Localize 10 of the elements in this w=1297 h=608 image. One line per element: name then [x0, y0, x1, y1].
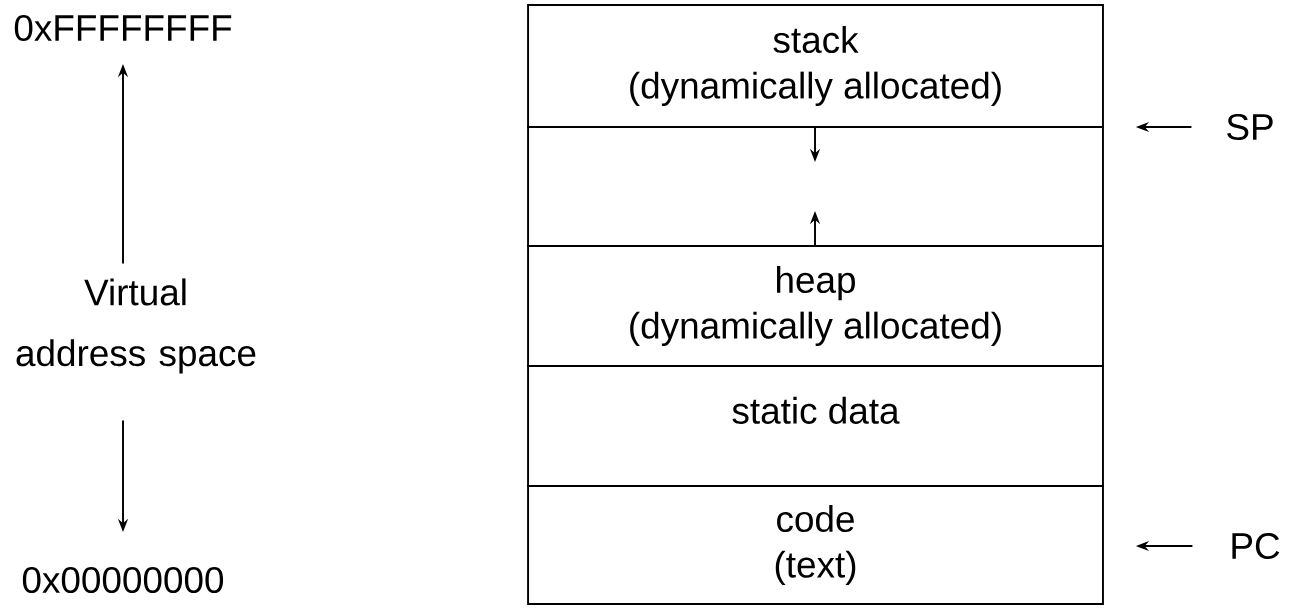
memory-segment: static data [527, 365, 1104, 487]
memory-segment: heap (dynamically allocated) [527, 245, 1104, 367]
register-label: PC [1232, 532, 1280, 560]
address-label: 0xFFFFFFFF [14, 14, 232, 42]
memory-segment: stack (dynamically allocated) [527, 4, 1104, 128]
address-label: 0x00000000 [22, 566, 224, 594]
memory-segment: code (text) [527, 485, 1104, 605]
axis-label: Virtual address space [16, 278, 256, 374]
free-space-box [527, 126, 1104, 247]
register-label: SP [1227, 113, 1273, 141]
